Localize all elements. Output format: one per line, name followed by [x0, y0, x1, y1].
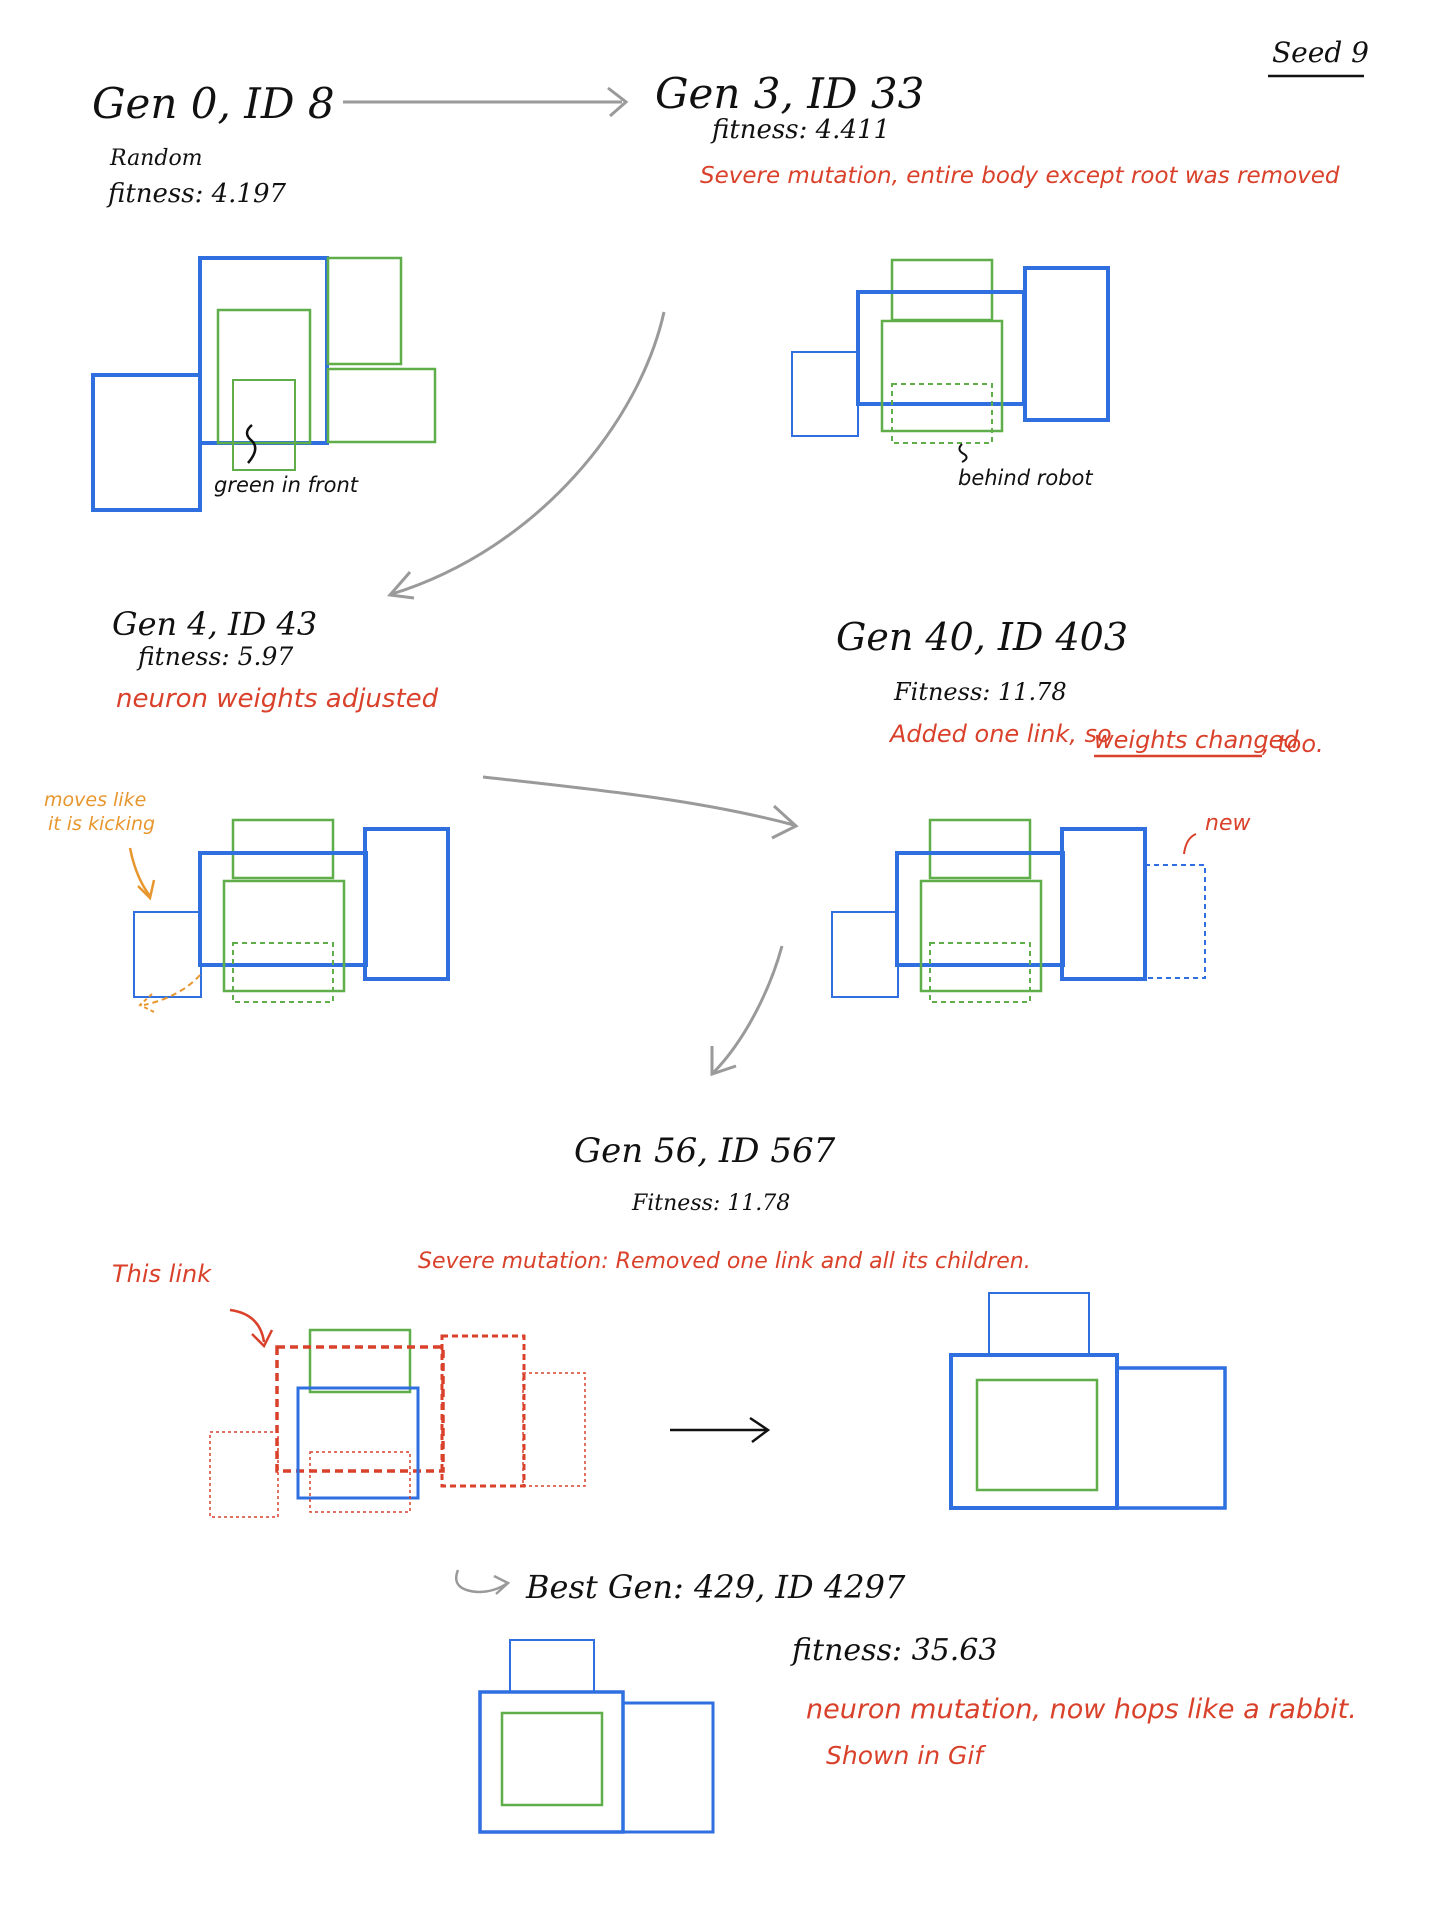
- best-green-box: [500, 1711, 604, 1807]
- gen4-green-box-inner: [222, 879, 346, 993]
- gen40-title: Gen 40, ID 403: [836, 615, 1128, 659]
- gen3-green-box-hidden: [891, 383, 993, 444]
- gen0-fitness: fitness: 4.197: [106, 179, 287, 209]
- gen3-robot: [791, 258, 1110, 444]
- gen40-fitness: Fitness: 11.78: [893, 678, 1067, 706]
- gen40-robot: [831, 818, 1206, 1003]
- gen4-fitness: fitness: 5.97: [136, 642, 293, 671]
- gen3-green-box-inner: [880, 319, 1004, 433]
- best-robot: [478, 1639, 715, 1834]
- gen56-fitness: Fitness: 11.78: [631, 1191, 790, 1216]
- gen56-robot-before: [209, 1328, 586, 1518]
- gen56-note-arrow: [229, 1308, 274, 1349]
- gen56-blue-box-root: [296, 1386, 420, 1500]
- gen0-green-box-small: [232, 379, 296, 471]
- gen4-note-line2: it is kicking: [48, 813, 155, 835]
- gen40-green-box-top: [928, 818, 1032, 880]
- gen0-green-box-inner: [216, 308, 312, 445]
- gen56-red-box-right: [440, 1334, 526, 1488]
- arrow-gen3-to-gen4: [387, 311, 666, 600]
- gen0-title: Gen 0, ID 8: [92, 79, 335, 128]
- gen56-after-blue-box-top: [988, 1292, 1090, 1356]
- gen4-kick-arrow: [138, 974, 201, 1013]
- arrow-gen40-to-gen56: [710, 945, 784, 1077]
- gen56-after-green-box: [975, 1378, 1099, 1492]
- gen3-note-pointer: [958, 443, 968, 463]
- gen56-robot-after: [949, 1292, 1227, 1510]
- gen0-note: green in front: [214, 473, 359, 497]
- best-blue-box-right: [621, 1701, 715, 1834]
- arrow-gen56-before-to-after: [670, 1416, 771, 1443]
- best-pointer: [455, 1569, 511, 1595]
- gen0-robot: [91, 256, 437, 512]
- gen4-green-box-top: [231, 818, 335, 880]
- best-mutation: neuron mutation, now hops like a rabbit.: [806, 1694, 1357, 1725]
- gen56-note: This link: [112, 1260, 212, 1288]
- gen4-robot: [133, 818, 450, 1003]
- gen3-note: behind robot: [958, 466, 1093, 490]
- gen0-green-box-right: [326, 367, 437, 444]
- gen56-red-box-hidden: [309, 1451, 411, 1513]
- gen40-blue-box-right: [1060, 827, 1147, 981]
- gen40-green-box-hidden: [929, 942, 1031, 1003]
- gen4-note-line1: moves like: [44, 789, 146, 811]
- gen56-title: Gen 56, ID 567: [574, 1131, 836, 1171]
- gen0-blue-box-left: [91, 373, 202, 512]
- gen40-note-pointer: [1183, 833, 1197, 855]
- best-title: Best Gen: 429, ID 4297: [525, 1568, 906, 1606]
- seed-label: Seed 9: [1272, 36, 1369, 69]
- gen56-red-box-left: [209, 1431, 279, 1518]
- gen0-origin: Random: [109, 146, 203, 171]
- gen56-green-box-top: [308, 1328, 412, 1394]
- gen40-mutation-a: Added one link, so: [888, 720, 1112, 748]
- gen4-blue-box-right: [363, 827, 450, 981]
- gen3-title: Gen 3, ID 33: [655, 69, 924, 118]
- gen56-mutation: Severe mutation: Removed one link and al…: [418, 1249, 1031, 1274]
- gen0-note-pointer: [245, 424, 257, 464]
- gen56-red-box-far-right: [522, 1372, 586, 1487]
- best-note: Shown in Gif: [826, 1741, 986, 1770]
- gen40-new-link-box: [1144, 864, 1206, 979]
- gen40-blue-box-left: [831, 911, 899, 998]
- best-blue-box-top: [509, 1639, 595, 1693]
- gen4-title: Gen 4, ID 43: [112, 605, 317, 643]
- arrow-gen0-to-gen3: [343, 86, 629, 118]
- gen56-after-blue-box-right: [1115, 1366, 1227, 1510]
- gen40-note: new: [1205, 811, 1251, 836]
- gen4-mutation: neuron weights adjusted: [116, 684, 439, 714]
- gen3-fitness: fitness: 4.411: [710, 115, 890, 145]
- gen40-green-box-inner: [919, 879, 1043, 993]
- gen3-blue-box-left: [791, 351, 859, 437]
- best-fitness: fitness: 35.63: [790, 1633, 997, 1668]
- gen4-note-arrow: [128, 847, 156, 901]
- gen4-green-box-hidden: [232, 942, 334, 1003]
- arrow-gen4-to-gen40: [482, 775, 799, 840]
- gen3-mutation: Severe mutation, entire body except root…: [700, 163, 1340, 189]
- gen3-blue-box-right: [1023, 266, 1110, 422]
- gen40-mutation-b: weights changed: [1094, 726, 1299, 754]
- gen0-green-box-top: [326, 256, 403, 366]
- gen40-mutation-c: , too.: [1262, 730, 1324, 758]
